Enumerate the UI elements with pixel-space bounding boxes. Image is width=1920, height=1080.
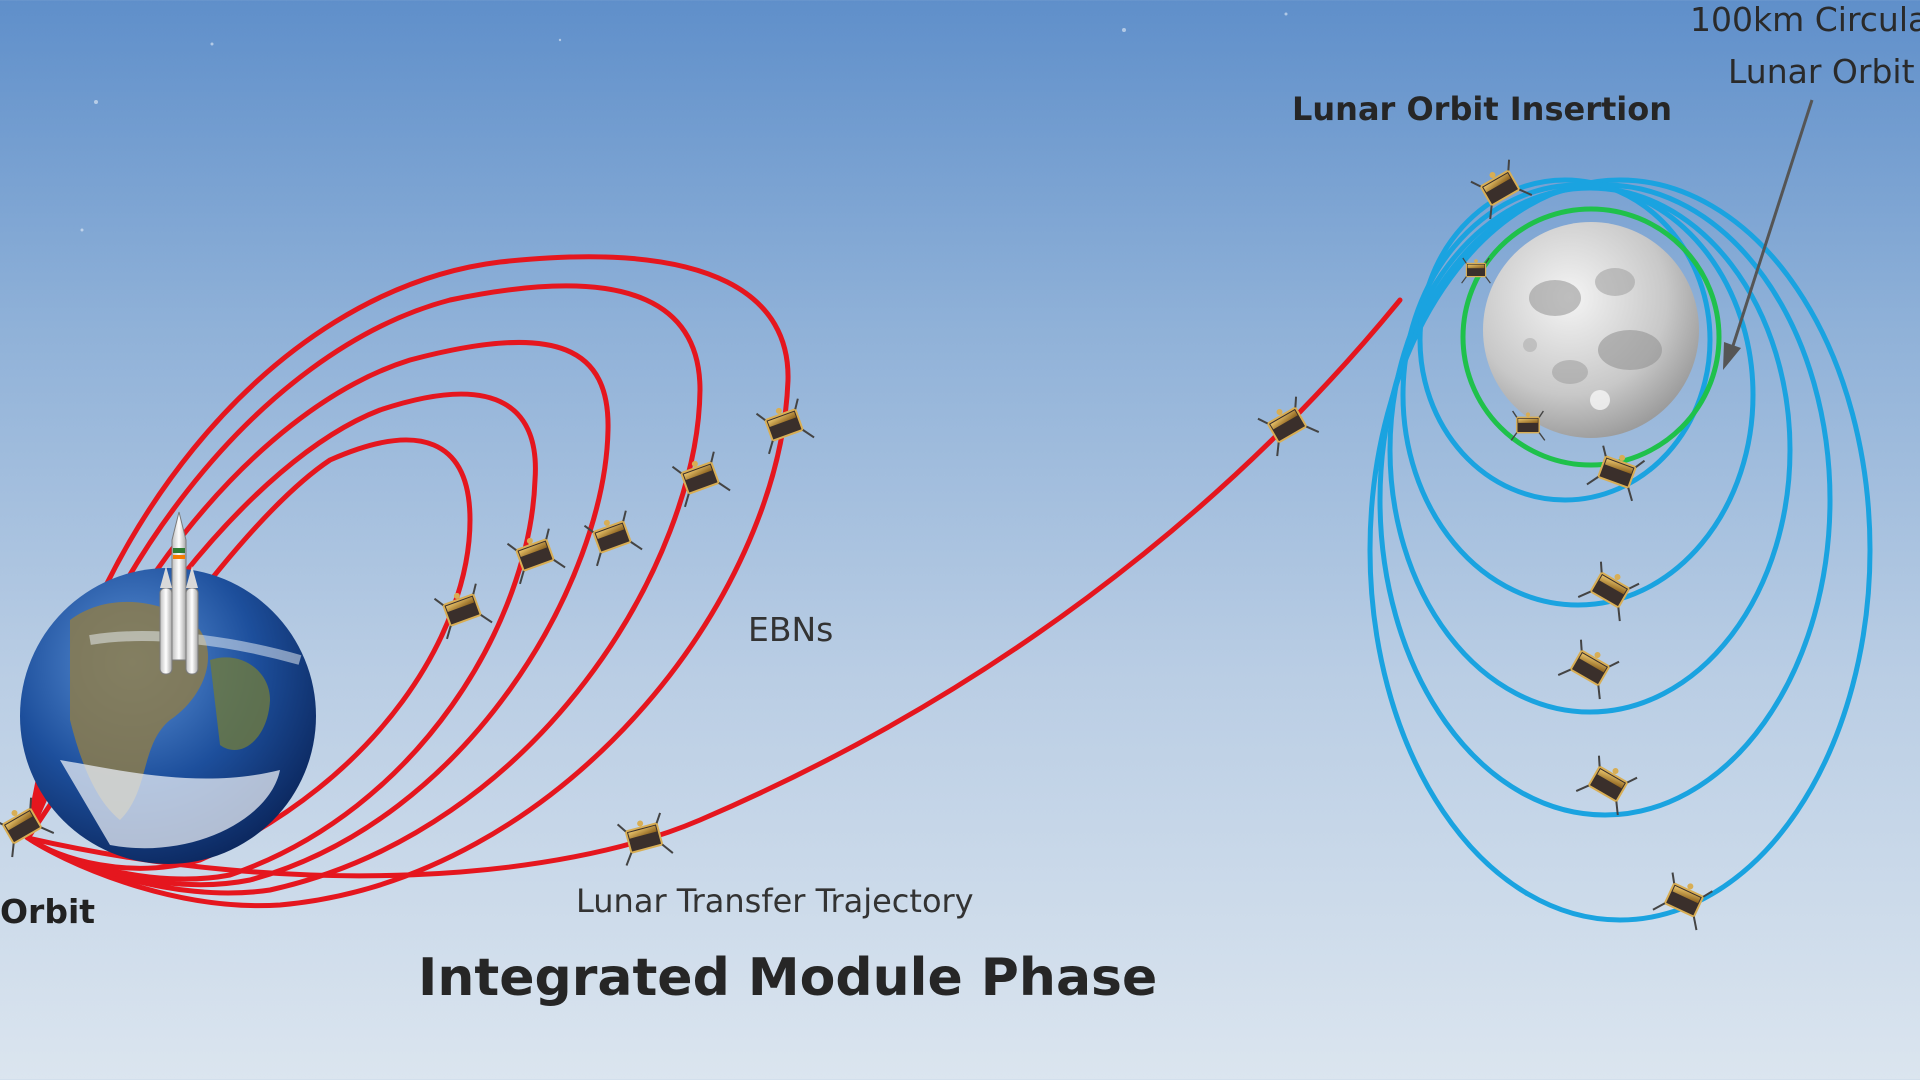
spacecraft-icon xyxy=(1651,870,1716,932)
spacecraft-icon xyxy=(1585,443,1648,502)
launch-vehicle-icon xyxy=(159,511,199,675)
circular-orbit-label-line1: 100km Circula xyxy=(1690,0,1920,39)
spacecraft-icon xyxy=(1557,637,1622,701)
ebns-label: EBNs xyxy=(748,610,834,649)
spacecraft-icon xyxy=(1577,559,1642,623)
lunar-orbit-3 xyxy=(1387,185,1793,715)
earth-orbit-3 xyxy=(25,339,611,888)
earth-orbit-label: Orbit xyxy=(0,892,96,931)
spacecraft-icon xyxy=(614,811,674,867)
lunar-transfer-trajectory xyxy=(25,297,1403,879)
earth-globe xyxy=(20,568,316,864)
lunar-transfer-trajectory-label: Lunar Transfer Trajectory xyxy=(576,882,974,920)
earth-orbit-5 xyxy=(25,254,791,909)
background-stars xyxy=(80,12,1288,232)
earth-orbit-2 xyxy=(24,391,538,882)
spacecraft-icon xyxy=(1510,410,1546,442)
moon xyxy=(1483,222,1699,438)
earth-orbit-4 xyxy=(25,283,703,896)
lunar-orbit-1 xyxy=(1367,177,1873,923)
final-circular-orbit xyxy=(1460,206,1722,468)
lunar-orbit-5 xyxy=(1417,177,1713,503)
lunar-bound-orbits xyxy=(1367,177,1873,923)
spacecraft-icon xyxy=(504,526,567,585)
spacecraft-icon xyxy=(1575,753,1640,817)
circular-orbit-pointer xyxy=(1723,99,1814,370)
lunar-orbit-insertion-label: Lunar Orbit Insertion xyxy=(1292,90,1673,128)
circular-orbit-label-line2: Lunar Orbit xyxy=(1728,52,1915,91)
phase-title: Integrated Module Phase xyxy=(418,948,1158,1008)
lunar-orbit-4 xyxy=(1400,182,1756,608)
